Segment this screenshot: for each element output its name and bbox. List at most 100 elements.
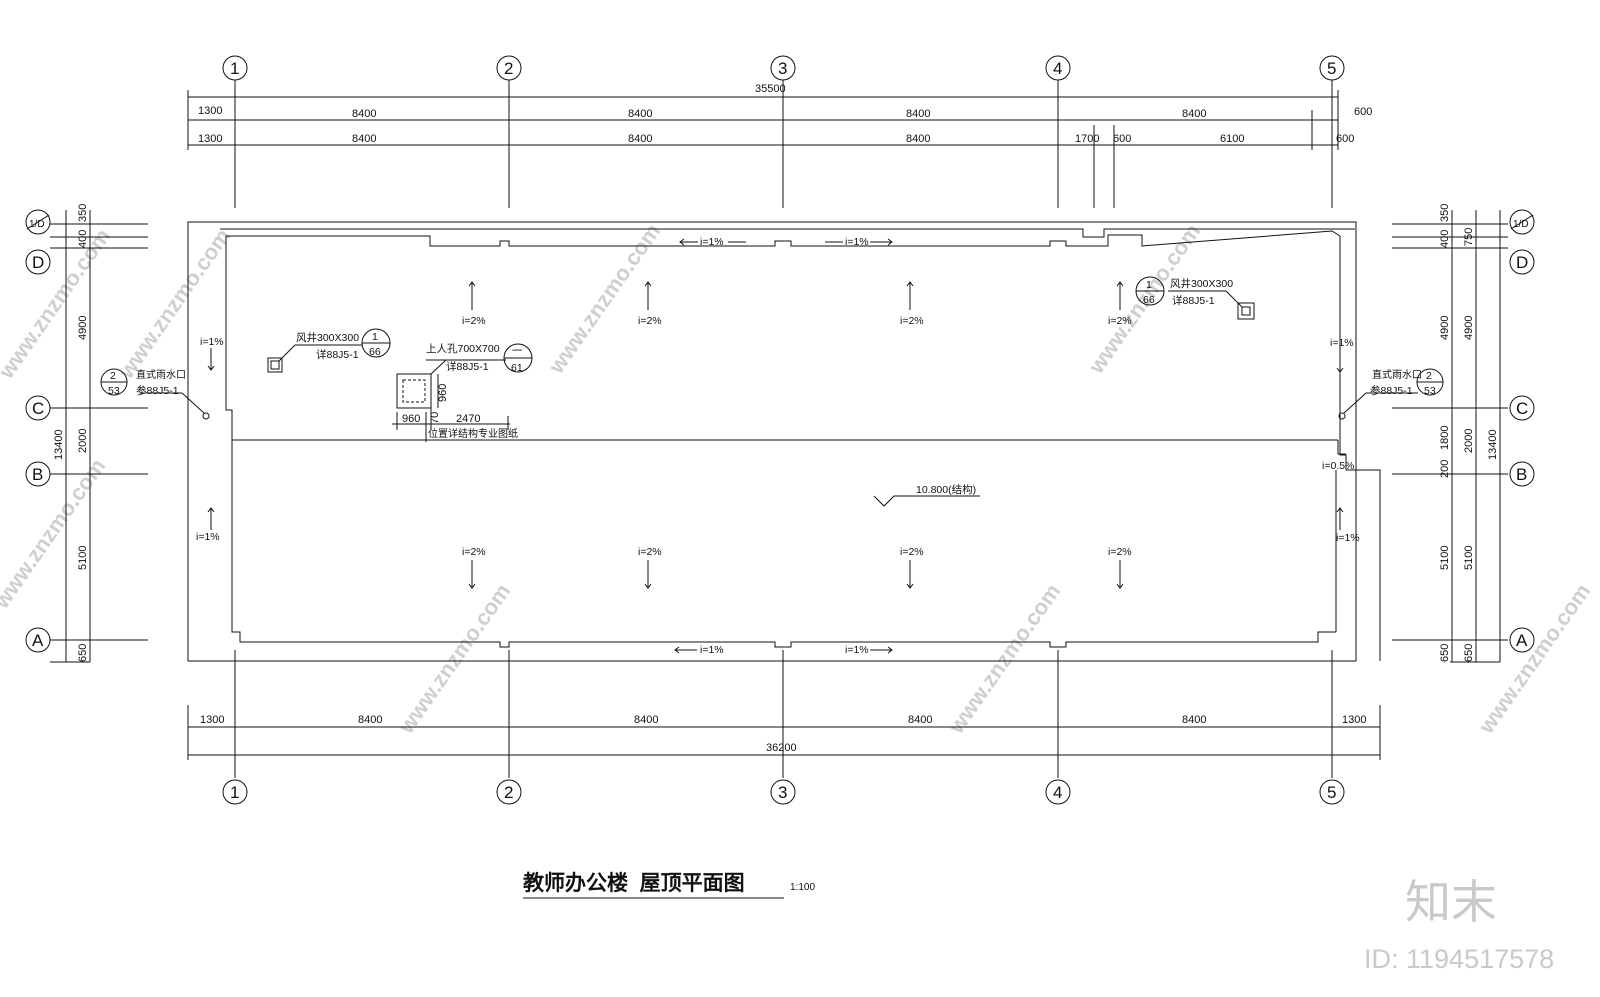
dim-right: 200 xyxy=(1439,460,1451,478)
watermark: www.znzmo.com xyxy=(393,579,515,739)
dim-right: 400 xyxy=(1439,230,1451,248)
detail-bottom: 53 xyxy=(108,385,120,397)
dim-top-r1: 1300 xyxy=(198,105,222,117)
detail-top: 1 xyxy=(1146,279,1152,291)
dim-top-r1: 8400 xyxy=(1182,108,1206,120)
slope-label: i=2% xyxy=(900,315,924,327)
dim-left: 400 xyxy=(77,230,89,248)
slope-label: i=2% xyxy=(638,546,662,558)
hatch-dim: 960 xyxy=(402,413,420,425)
axis-number: 3 xyxy=(778,59,787,78)
grid-axes: 1 2 3 4 5 1 2 3 4 5 xyxy=(222,55,1345,805)
dim-top-r2: 8400 xyxy=(628,133,652,145)
detail-bottom: 53 xyxy=(1424,385,1436,397)
dim-right: 1800 xyxy=(1439,426,1451,450)
axis-number: 4 xyxy=(1053,59,1062,78)
axis-letter: B xyxy=(32,465,43,484)
axis-letter: C xyxy=(1516,399,1528,418)
dim-right: 650 xyxy=(1439,644,1451,662)
vent-ref: 详88J5-1 xyxy=(316,348,359,361)
dim-left: 4900 xyxy=(77,316,89,340)
top-dimensions: 35500 1300 8400 8400 8400 8400 600 1300 … xyxy=(187,83,1372,208)
bottom-dimensions: 1300 8400 8400 8400 8400 1300 36200 xyxy=(187,705,1381,760)
dim-top-r1: 8400 xyxy=(352,108,376,120)
drain-ref: 参88J5-1 xyxy=(1370,384,1413,397)
axis-number: 1 xyxy=(230,59,239,78)
dim-bottom-r1: 1300 xyxy=(200,714,224,726)
axis-number: 3 xyxy=(778,783,787,802)
dim-bottom-r1: 8400 xyxy=(1182,714,1206,726)
axis-number: 4 xyxy=(1053,783,1062,802)
elevation-mark: 10.800(结构) xyxy=(873,483,980,507)
drain-label: 直式雨水口 xyxy=(136,368,186,381)
drawing-title-block: 教师办公楼 屋顶平面图 1:100 xyxy=(523,871,815,899)
axis-number: 1 xyxy=(230,783,239,802)
drawing-scale: 1:100 xyxy=(790,882,815,893)
dim-bottom-overall: 36200 xyxy=(766,742,797,754)
dim-right: 4900 xyxy=(1463,316,1475,340)
slope-label: i=2% xyxy=(638,315,662,327)
slope-label: i=1% xyxy=(1336,532,1360,544)
dim-left: 2000 xyxy=(77,429,89,453)
watermark: www.znzmo.com xyxy=(0,454,110,614)
dim-bottom-r1: 8400 xyxy=(634,714,658,726)
detail-bottom: 66 xyxy=(1143,294,1155,306)
slope-label: i=1% xyxy=(1330,337,1354,349)
slope-label: i=1% xyxy=(700,236,724,248)
watermark: www.znzmo.com xyxy=(1473,579,1595,739)
roof-outline xyxy=(187,221,1381,662)
dim-top-r2: 1700 xyxy=(1075,133,1099,145)
dim-top-r2: 6100 xyxy=(1220,133,1244,145)
axis-letter: A xyxy=(32,631,44,650)
detail-top: 1 xyxy=(372,331,378,343)
hatch-ref: 详88J5-1 xyxy=(446,360,489,373)
dim-left-overall: 13400 xyxy=(53,429,65,460)
slope-label: i=2% xyxy=(462,315,486,327)
vent-shaft-right: 1 66 风井300X300 详88J5-1 xyxy=(1135,276,1255,320)
vent-label: 风井300X300 xyxy=(296,331,359,344)
rain-drain-left: 2 53 直式雨水口 参88J5-1 xyxy=(100,368,210,420)
slope-label: i=1% xyxy=(700,644,724,656)
detail-top: 2 xyxy=(110,370,116,382)
slope-label: i=2% xyxy=(1108,546,1132,558)
axis-number: 2 xyxy=(504,59,513,78)
dim-top-r1: 8400 xyxy=(628,108,652,120)
axis-number: 5 xyxy=(1327,59,1336,78)
brand-logo: 知末 xyxy=(1405,876,1497,928)
dim-top-r2: 8400 xyxy=(906,133,930,145)
dim-right: 2000 xyxy=(1463,429,1475,453)
roof-hatch: 上人孔700X700 详88J5-1 一 61 960 70 2470 960 … xyxy=(392,342,533,442)
image-id: ID: 1194517578 xyxy=(1364,944,1554,974)
dim-right-overall: 13400 xyxy=(1487,429,1499,460)
slope-label: i=0.5% xyxy=(1322,460,1354,472)
dim-bottom-r1: 8400 xyxy=(908,714,932,726)
slope-label: i=1% xyxy=(845,644,869,656)
dim-top-r2: 8400 xyxy=(352,133,376,145)
dim-right: 4900 xyxy=(1439,316,1451,340)
dim-right: 5100 xyxy=(1439,546,1451,570)
hatch-dim: 70 xyxy=(429,412,441,424)
axis-letter: 1/D xyxy=(1513,219,1529,230)
detail-bottom: 66 xyxy=(369,346,381,358)
hatch-dim: 2470 xyxy=(456,413,480,425)
axis-number: 2 xyxy=(504,783,513,802)
vent-label: 风井300X300 xyxy=(1170,277,1233,290)
dim-top-overall: 35500 xyxy=(755,83,786,95)
brand-block: 知末 ID: 1194517578 xyxy=(1364,876,1554,974)
dim-left: 650 xyxy=(77,644,89,662)
slope-label: i=1% xyxy=(845,236,869,248)
hatch-dim: 960 xyxy=(437,384,449,402)
drain-label: 直式雨水口 xyxy=(1372,368,1422,381)
detail-bottom: 61 xyxy=(511,362,523,374)
detail-top: 2 xyxy=(1426,370,1432,382)
dim-left: 5100 xyxy=(77,546,89,570)
watermark: www.znzmo.com xyxy=(543,219,665,379)
axis-number: 5 xyxy=(1327,783,1336,802)
slope-label: i=2% xyxy=(900,546,924,558)
dim-top-r1: 8400 xyxy=(906,108,930,120)
axis-letter: 1/D xyxy=(29,219,45,230)
dim-top-r2: 600 xyxy=(1336,133,1354,145)
axis-letter: C xyxy=(32,399,44,418)
slope-annotations: i=1% i=1% i=1% i=1% i=2% i=2% i=2% i=2% … xyxy=(196,236,1360,656)
